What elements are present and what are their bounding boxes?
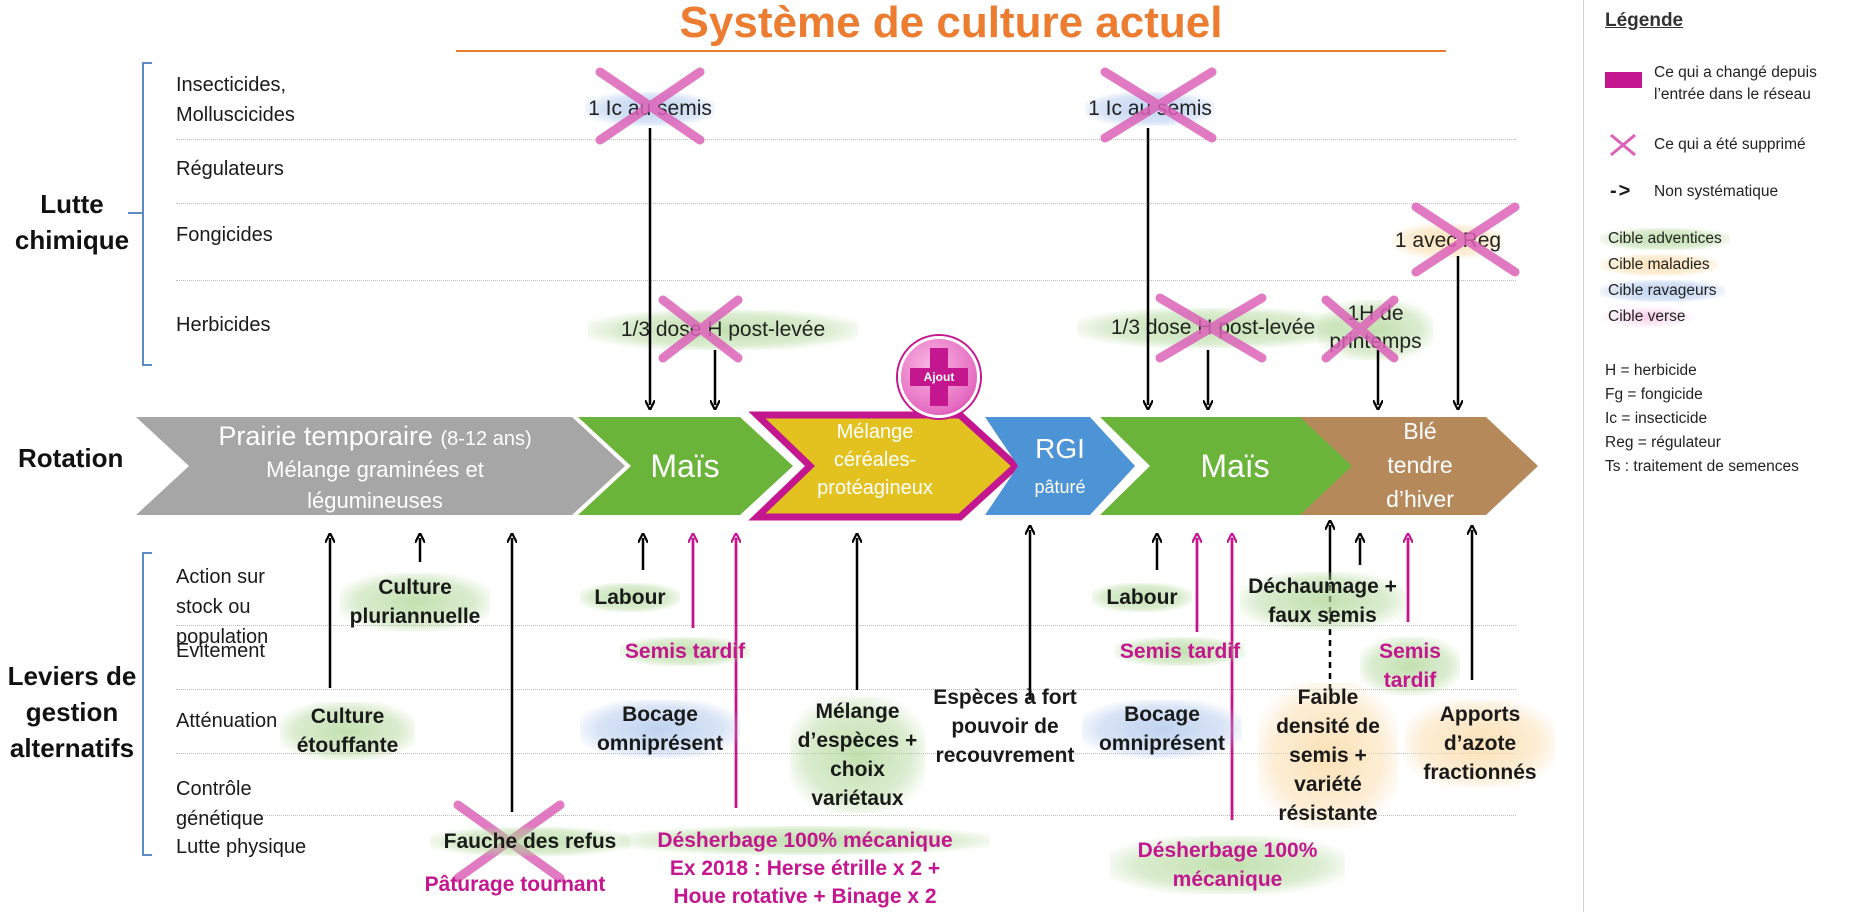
ajout-label: Ajout <box>923 370 955 384</box>
herb-mais1-label: 1/3 dose H post-levée <box>588 310 858 350</box>
legend-removed: Ce qui a été supprimé <box>1654 136 1806 153</box>
cat-lutte-physique: Lutte physique <box>176 836 307 858</box>
melange-l3: protéagineux <box>817 477 933 499</box>
row-divider <box>176 625 1516 626</box>
prairie-sub1: Mélange graminées et <box>266 457 484 482</box>
ble-l2: tendre <box>1387 452 1453 478</box>
chevron-rgi <box>985 417 1135 515</box>
legend-title: Légende <box>1605 10 1684 31</box>
cross-icon <box>658 295 743 363</box>
prairie-sub2: légumineuses <box>307 488 443 513</box>
leviers-label: Leviers de gestion alternatifs <box>7 661 137 763</box>
ble-l3: d’hiver <box>1386 486 1454 512</box>
abbr-ic: Ic = insecticide <box>1605 410 1708 427</box>
changed-swatch <box>1605 72 1642 88</box>
melange-especes: Mélange d’espèces + choix variétaux <box>790 697 925 813</box>
abbr-h: H = herbicide <box>1605 362 1697 379</box>
dashed-arrow-icon: -> <box>1610 180 1633 202</box>
legend-target-adventices: Cible adventices <box>1600 228 1730 250</box>
mais2-label: Maïs <box>1200 448 1270 484</box>
removed-cross-icon <box>1610 133 1636 157</box>
legend-changed: Ce qui a changé depuis l’entrée dans le … <box>1654 64 1817 103</box>
leviers-bracket <box>142 552 152 856</box>
cat-insecticides: Insecticides, Molluscicides <box>176 74 295 126</box>
cat-attenuation: Atténuation <box>176 710 278 732</box>
cat-fongicides: Fongicides <box>176 224 273 246</box>
bocage2: Bocage omniprésent <box>1082 700 1242 758</box>
melange-l1: Mélange <box>836 421 914 443</box>
dechaumage: Déchaumage + faux semis <box>1240 572 1405 630</box>
faible-densite: Faible densité de semis + variété résist… <box>1258 683 1398 828</box>
chevron-ble <box>1300 417 1538 515</box>
title-underline <box>456 50 1446 52</box>
bracket-tick <box>128 212 142 214</box>
labour2: Labour <box>1092 583 1192 612</box>
rgi-label: RGI <box>1035 433 1085 464</box>
paturage-tournant: Pâturage tournant <box>424 873 606 896</box>
chevron-mais2 <box>1100 417 1372 515</box>
page-title: Système de culture actuel <box>679 0 1223 47</box>
cat-evitement: Evitement <box>176 640 265 662</box>
row-divider <box>176 815 1516 816</box>
mais1-label: Maïs <box>650 448 720 484</box>
cat-controle-genetique: Contrôle génétique <box>176 778 264 830</box>
fauche-refus: Fauche des refus <box>430 827 630 856</box>
cat-herbicides: Herbicides <box>176 314 271 336</box>
culture-etouffante: Culture étouffante <box>280 702 415 760</box>
cross-icon <box>1155 293 1267 363</box>
cross-icon <box>1411 202 1520 277</box>
prairie-title: Prairie temporaire (8-12 ans) <box>218 421 532 451</box>
bocage1: Bocage omniprésent <box>580 700 740 758</box>
row-divider <box>176 139 1516 140</box>
apports-azote: Apports d’azote fractionnés <box>1405 700 1555 787</box>
lutte-chimique-label: Lutte chimique <box>14 189 130 255</box>
row-divider <box>176 203 1516 204</box>
ble-l1: Blé <box>1403 418 1437 444</box>
desherbage2: Désherbage 100% mécanique <box>1110 836 1345 894</box>
semis-tardif1: Semis tardif <box>620 637 750 666</box>
row-divider <box>176 280 1516 281</box>
legend-target-maladies: Cible maladies <box>1600 254 1718 276</box>
legend-non-systematic: Non systématique <box>1654 183 1779 200</box>
legend-divider <box>1583 0 1584 912</box>
desherbage1-l3: Houe rotative + Binage x 2 <box>673 885 937 908</box>
especes-fort: Espèces à fort pouvoir de recouvrement <box>933 686 1077 767</box>
legend-target-verse: Cible verse <box>1600 306 1694 328</box>
abbr-ts: Ts : traitement de semences <box>1605 458 1799 475</box>
melange-l2: céréales- <box>833 449 917 471</box>
cat-action-stock: Action sur stock ou population <box>176 566 269 648</box>
rotation-label: Rotation <box>18 443 124 473</box>
labour1: Labour <box>580 583 680 612</box>
culture-pluri: Culture pluriannuelle <box>340 573 490 631</box>
row-divider <box>176 689 1516 690</box>
cross-icon <box>595 67 705 145</box>
abbr-fg: Fg = fongicide <box>1605 386 1703 403</box>
legend-target-ravageurs: Cible ravageurs <box>1600 280 1725 302</box>
cross-icon <box>1100 67 1217 143</box>
cross-icon <box>1321 295 1399 363</box>
desherbage1-l1: Désherbage 100% mécanique <box>620 826 990 855</box>
ajout-badge: Ajout <box>898 336 980 418</box>
chevron-prairie <box>136 417 625 515</box>
cat-regulateurs: Régulateurs <box>176 158 284 180</box>
chevron-mais1 <box>578 417 793 515</box>
semis-tardif2: Semis tardif <box>1115 637 1245 666</box>
abbr-reg: Reg = régulateur <box>1605 434 1721 451</box>
rgi-sub: pâturé <box>1034 477 1086 497</box>
desherbage1-l2: Ex 2018 : Herse étrille x 2 + <box>669 857 941 880</box>
chevron-melange <box>748 411 1022 521</box>
lutte-chimique-bracket <box>142 62 152 366</box>
